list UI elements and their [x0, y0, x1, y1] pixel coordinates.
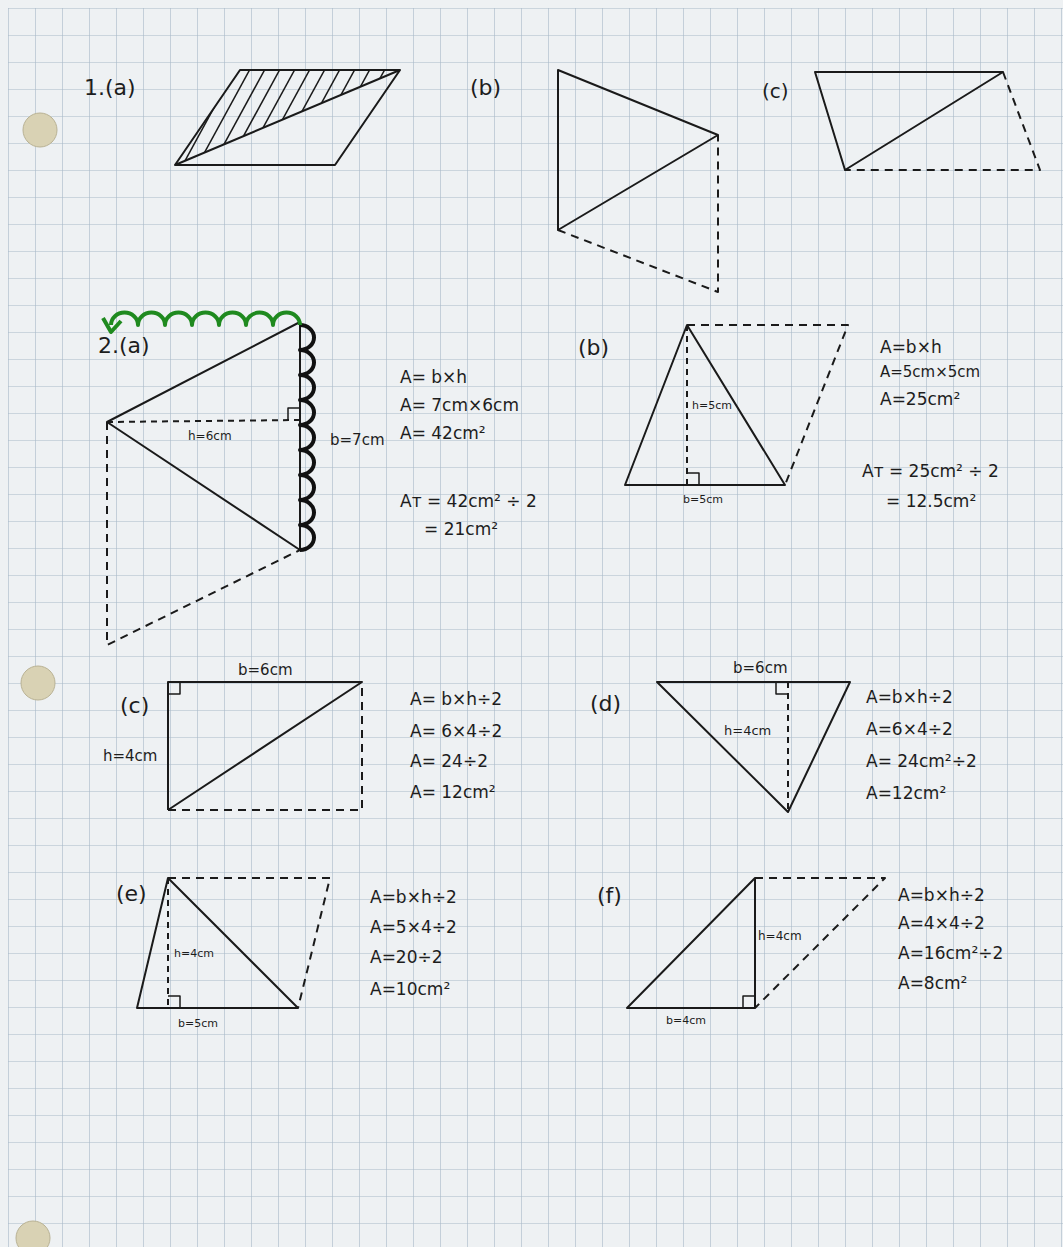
problem-number: (b)	[470, 76, 501, 100]
dimension-label: h=4cm	[758, 930, 802, 943]
dimension-label: b=7cm	[330, 432, 385, 449]
punch-holes	[16, 113, 57, 1247]
formula: A=b×h÷2	[370, 888, 457, 907]
problem-number: 2.(a)	[98, 334, 150, 358]
formula: A=25cm²	[880, 390, 960, 409]
problem-number: 1.(a)	[84, 76, 136, 100]
formula: A= 6×4÷2	[410, 722, 502, 741]
formula: A=5×4÷2	[370, 918, 457, 937]
dimension-label: h=5cm	[692, 400, 732, 412]
formula: A=10cm²	[370, 980, 450, 999]
dimension-label: b=5cm	[683, 494, 723, 506]
formula: A= 12cm²	[410, 783, 496, 802]
formula: A=b×h÷2	[866, 688, 953, 707]
dimension-label: b=6cm	[733, 660, 788, 677]
formula: Aᴛ = 42cm² ÷ 2	[400, 492, 537, 511]
formula: A=5cm×5cm	[880, 364, 980, 381]
formula: A=16cm²÷2	[898, 944, 1003, 963]
formula: A=20÷2	[370, 948, 443, 967]
problem-number: (d)	[590, 692, 621, 716]
grid	[8, 8, 1063, 1247]
problem-number: (b)	[578, 336, 609, 360]
figures	[103, 60, 1040, 1008]
problem-number: (e)	[116, 882, 147, 906]
formula: A= b×h÷2	[410, 690, 502, 709]
dimension-label: b=5cm	[178, 1018, 218, 1030]
problem-number: (f)	[597, 884, 622, 908]
dimension-label: h=4cm	[724, 724, 771, 738]
formula: A=b×h÷2	[898, 886, 985, 905]
formula: A= 24cm²÷2	[866, 752, 977, 771]
dimension-label: b=4cm	[666, 1015, 706, 1027]
formula: A=b×h	[880, 338, 942, 357]
formula: A=6×4÷2	[866, 720, 953, 739]
dimension-label: h=4cm	[103, 748, 157, 765]
formula: A= 42cm²	[400, 424, 486, 443]
formula: Aᴛ = 25cm² ÷ 2	[862, 462, 999, 481]
formula: A=12cm²	[866, 784, 946, 803]
dimension-label: b=6cm	[238, 662, 293, 679]
dimension-label: h=4cm	[174, 948, 214, 960]
formula: A= b×h	[400, 368, 467, 387]
formula: = 12.5cm²	[886, 492, 976, 511]
formula: = 21cm²	[424, 520, 498, 539]
problem-number: (c)	[762, 80, 789, 102]
formula: A= 7cm×6cm	[400, 396, 519, 415]
formula: A=8cm²	[898, 974, 967, 993]
formula: A= 24÷2	[410, 752, 488, 771]
formula: A=4×4÷2	[898, 914, 985, 933]
problem-number: (c)	[120, 694, 149, 718]
dimension-label: h=6cm	[188, 430, 232, 443]
